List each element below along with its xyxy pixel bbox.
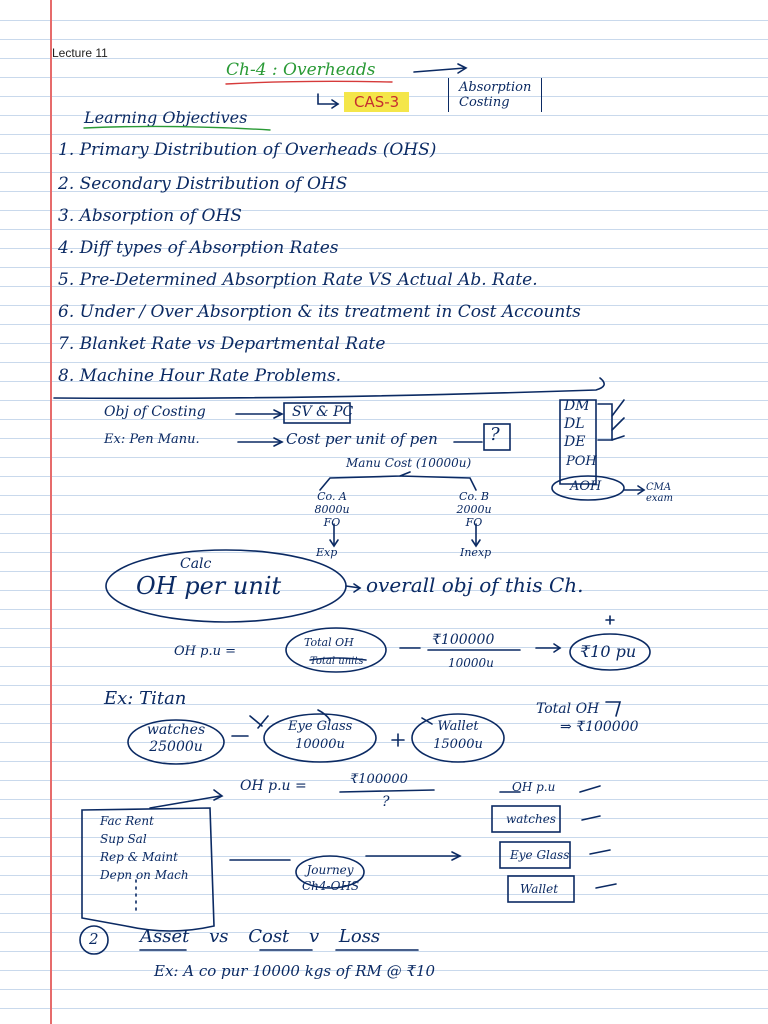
branch-right-units: 2000u [456, 503, 492, 516]
branch-left-name: Co. A [317, 490, 347, 503]
oh-list: Fac Rent Sup Sal Rep & Maint Depn on Mac… [100, 812, 189, 884]
lecture-header: Lecture 11 [52, 46, 108, 60]
objective-6: 6. Under / Over Absorption & its treatme… [58, 302, 581, 322]
total-oh-note: Total OH ⇒ ₹100000 [536, 700, 639, 736]
branch-right: Co. B 2000u FO [448, 490, 500, 529]
right-product-watches: watches [506, 812, 556, 826]
product-eyeglass-name: Eye Glass [288, 719, 353, 734]
oh-list-sup-sal: Sup Sal [100, 832, 147, 846]
branch-left: Co. A 8000u FO [306, 490, 358, 529]
cost-item-de: DE [564, 434, 586, 450]
sv-pc-box: SV & PC [292, 404, 354, 420]
absorption-costing-box: Absorption Costing [448, 78, 543, 112]
product-wallet-units: 15000u [433, 737, 483, 752]
circle-two: 2 [89, 930, 99, 948]
question-mark: ? [490, 424, 500, 445]
objective-3: 3. Absorption of OHS [58, 206, 242, 226]
ohpu-right: OH p.u [512, 780, 556, 794]
learning-objectives-heading: Learning Objectives [84, 108, 248, 127]
bottom-heading: Asset vs Cost v Loss [140, 926, 381, 947]
product-wallet-name: Wallet [437, 719, 479, 734]
total-units-denominator: Total units [310, 656, 364, 667]
journey-chapter: Ch4-OHS [302, 879, 360, 893]
manu-cost: Manu Cost (10000u) [346, 456, 472, 470]
total-oh-numerator: Total OH [304, 636, 354, 649]
total-oh-note-label: Total OH [536, 701, 600, 717]
right-product-wallet: Wallet [520, 882, 559, 896]
oh-list-depn: Depn on Mach [100, 868, 189, 882]
product-eyeglass-units: 10000u [295, 737, 345, 752]
oh-list-rep-maint: Rep & Maint [100, 850, 178, 864]
value-numerator: ₹100000 [432, 632, 495, 648]
total-oh-note-value: ⇒ ₹100000 [560, 719, 639, 735]
branch-right-inexp: Inexp [460, 546, 492, 559]
cost-item-poh: POH [566, 454, 597, 469]
branch-left-fo: FO [323, 516, 341, 529]
journey-label: Journey [306, 863, 354, 877]
objective-1: 1. Primary Distribution of Overheads (OH… [58, 140, 437, 160]
branch-right-name: Co. B [459, 490, 489, 503]
cost-item-aoh: AOH [570, 479, 602, 494]
calc-label: Calc [180, 556, 212, 572]
example-titan: Ex: Titan [104, 688, 187, 709]
obj-of-costing: Obj of Costing [104, 404, 206, 420]
example-pen: Ex: Pen Manu. [104, 432, 200, 447]
value-denominator: 10000u [448, 656, 494, 670]
cost-item-dl: DL [564, 416, 585, 432]
branch-left-exp: Exp [316, 546, 338, 559]
product-eyeglass: Eye Glass 10000u [288, 718, 352, 754]
product-wallet: Wallet 15000u [428, 718, 488, 754]
cost-per-unit: Cost per unit of pen [286, 430, 438, 448]
ohpu2-numerator: ₹100000 [350, 772, 408, 787]
overall-obj: overall obj of this Ch. [366, 573, 584, 597]
objective-8: 8. Machine Hour Rate Problems. [58, 366, 342, 386]
branch-left-units: 8000u [314, 503, 350, 516]
ohpu2-denominator: ? [382, 794, 390, 810]
result-per-unit: ₹10 pu [580, 642, 637, 661]
cma-note: CMA exam [646, 482, 674, 504]
cas-highlight: CAS-3 [344, 92, 410, 112]
objective-7: 7. Blanket Rate vs Departmental Rate [58, 334, 386, 354]
ohpu-label: OH p.u = [174, 644, 236, 659]
product-watches-units: 25000u [149, 739, 203, 755]
product-watches-name: watches [146, 722, 206, 738]
objective-4: 4. Diff types of Absorption Rates [58, 238, 339, 258]
chapter-title: Ch-4 : Overheads [226, 60, 376, 80]
product-watches: watches 25000u [146, 722, 206, 756]
journey-note: Journey Ch4-OHS [302, 862, 360, 894]
branch-right-fo: FO [465, 516, 483, 529]
side-box-line-1: Absorption [459, 80, 532, 95]
side-box-line-2: Costing [459, 95, 510, 110]
bottom-example: Ex: A co pur 10000 kgs of RM @ ₹10 [154, 962, 436, 980]
objective-5: 5. Pre-Determined Absorption Rate VS Act… [58, 270, 538, 290]
oh-per-unit: OH per unit [136, 572, 282, 600]
objective-2: 2. Secondary Distribution of OHS [58, 174, 348, 194]
right-product-eyeglass: Eye Glass [510, 848, 570, 862]
margin-line [50, 0, 52, 1024]
cost-item-dm: DM [564, 398, 590, 414]
ohpu2-label: OH p.u = [240, 778, 307, 794]
oh-list-fac-rent: Fac Rent [100, 814, 154, 828]
